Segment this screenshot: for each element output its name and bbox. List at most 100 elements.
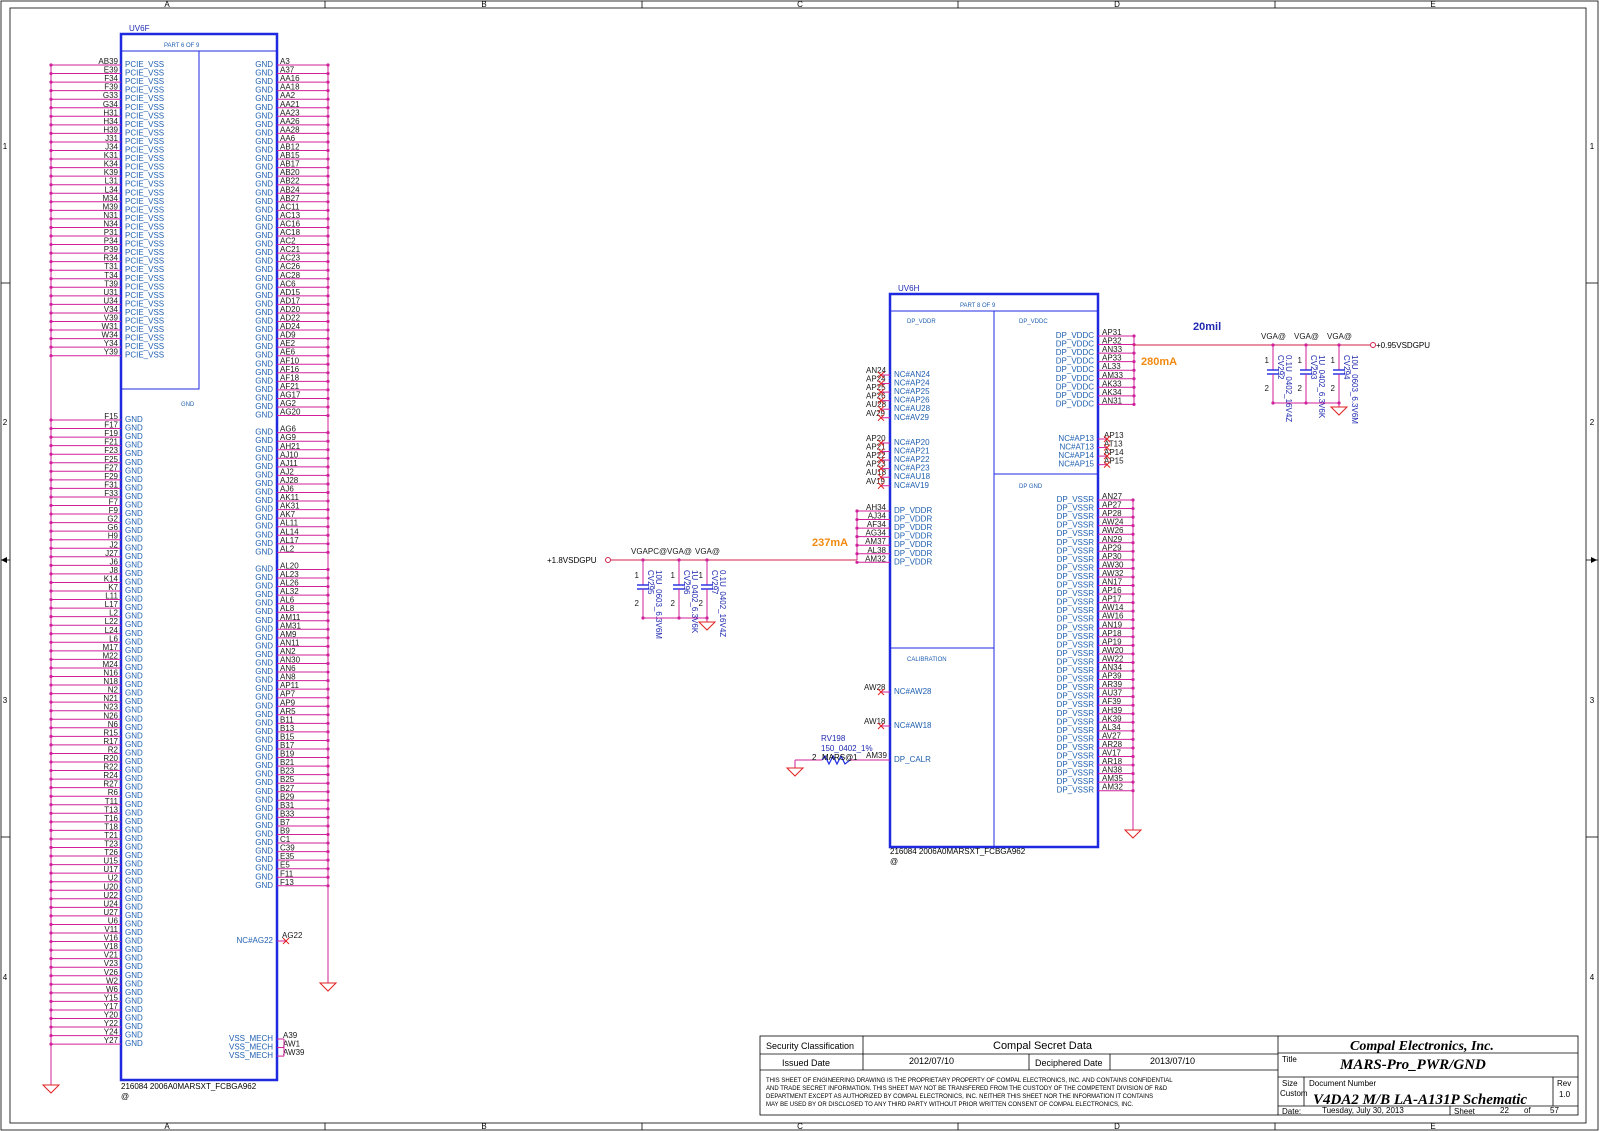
uv6f-pin-number: AE2: [280, 339, 296, 348]
uv6h-pin-number: AU28: [866, 400, 887, 409]
uv6f-pin-name: GND: [255, 872, 273, 881]
uv6f-pin-number: AJ10: [280, 450, 299, 459]
uv6f-pin-name: GND: [125, 646, 143, 655]
ground-triangle: [785, 767, 805, 777]
uv6h-pin-name: DP_VSSR: [1057, 675, 1095, 684]
uv6h-pin-number: AW20: [1102, 646, 1124, 655]
uv6f-pin-name: GND: [125, 731, 143, 740]
uv6f-pin-number: AL6: [280, 596, 295, 605]
uv6f-pin-name: GND: [255, 547, 273, 556]
uv6f-at: @: [121, 1092, 129, 1101]
cap-tag: VGAPC@: [631, 547, 667, 556]
notice-line-3: DEPARTMENT EXCEPT AS AUTHORIZED BY COMPA…: [766, 1094, 1153, 1100]
cap-ref: CV293: [1309, 355, 1318, 380]
uv6f-pin-name: VSS_MECH: [229, 1051, 273, 1060]
uv6f-pin-name: GND: [255, 778, 273, 787]
uv6f-symbol: UV6F PART 6 OF 9 GND 216084 2006A0MARSXT…: [98, 24, 305, 1101]
issued-value: 2012/07/10: [909, 1056, 954, 1066]
uv6f-pin-name: PCIE_VSS: [125, 60, 164, 69]
uv6h-pin-number: AP22: [866, 451, 886, 460]
uv6f-pin-number: AP11: [280, 681, 300, 690]
uv6h-pin-number: AW22: [1102, 654, 1124, 663]
cap-tag: VGA@: [1327, 332, 1352, 341]
uv6h-cal-nc-x-icon: [877, 688, 885, 696]
uv6h-cal-nc-x-icon: [877, 722, 885, 730]
uv6f-pin-name: GND: [255, 650, 273, 659]
uv6h-pin-number: AW28: [864, 683, 886, 692]
uv6h-pin-name: NC#AT13: [1059, 443, 1094, 452]
uv6f-pin-name: GND: [255, 838, 273, 847]
uv6f-pin-number: F27: [104, 463, 118, 472]
cap-value: 0.1U_0402_16V4Z: [1284, 355, 1293, 422]
uv6f-pin-number: J8: [110, 566, 119, 575]
uv6f-pin-name: GND: [255, 351, 273, 360]
uv6f-pin-name: GND: [255, 60, 273, 69]
cap-tag: VGA@: [1261, 332, 1286, 341]
docnum-value: V4DA2 M/B LA-A131P Schematic: [1313, 1092, 1527, 1108]
cap-tag: VGA@: [1294, 332, 1319, 341]
current-237ma: 237mA: [812, 537, 848, 549]
uv6f-pin-number: F29: [104, 472, 118, 481]
cap-pin1-label: 1: [635, 571, 640, 580]
uv6f-pin-number: U31: [103, 288, 118, 297]
uv6f-pin-name: GND: [125, 697, 143, 706]
uv6h-nc-x-icon: [1103, 452, 1111, 460]
uv6h-pin-name: DP_VDDC: [1056, 382, 1094, 391]
uv6h-vddc-junction: [1132, 402, 1136, 406]
uv6h-pin-number: AP25: [866, 383, 886, 392]
uv6f-pin-number: T23: [104, 840, 118, 849]
uv6f-pin-name: GND: [125, 783, 143, 792]
uv6f-pin-name: PCIE_VSS: [125, 128, 164, 137]
uv6f-pin-name: GND: [255, 453, 273, 462]
cap-tag: VGA@: [667, 547, 692, 556]
uv6h-nc-x-icon: [1103, 461, 1111, 469]
uv6f-pin-name: GND: [255, 265, 273, 274]
uv6f-pin-name: GND: [255, 496, 273, 505]
uv6h-nc-x-icon: [877, 448, 885, 455]
uv6f-pin-number: T34: [104, 271, 118, 280]
cap-value: 10U_0603_6.3V6M: [654, 570, 663, 639]
uv6f-pin-number: V26: [104, 968, 119, 977]
uv6f-pin-number: AA26: [280, 117, 300, 126]
uv6h-pin-number: AP30: [1102, 552, 1122, 561]
uv6f-pin-number: F39: [104, 83, 118, 92]
uv6f-pin-name: GND: [255, 274, 273, 283]
uv6f-pin-name: GND: [125, 885, 143, 894]
uv6f-pin-name: GND: [125, 535, 143, 544]
uv6h-pin-name: DP_VDDR: [894, 532, 932, 541]
uv6f-pin-number: R6: [108, 788, 119, 797]
uv6f-pin-name: GND: [255, 530, 273, 539]
uv6f-pin-number: AL20: [280, 561, 299, 570]
uv6h-pin-name: DP_VDDR: [894, 549, 932, 558]
rv198-value: 150_0402_1%: [821, 744, 873, 753]
docnum-label: Document Number: [1309, 1079, 1376, 1088]
uv6f-pin-name: GND: [255, 214, 273, 223]
nc-x-stroke: [877, 397, 885, 405]
deciphered-label: Deciphered Date: [1035, 1058, 1103, 1068]
uv6f-pin-number: B13: [280, 724, 295, 733]
uv6f-pin-number: Y27: [104, 1036, 119, 1045]
cap-pin1-label: 1: [1331, 356, 1336, 365]
uv6f-pin-number: AN2: [280, 647, 296, 656]
uv6f-pin-name: GND: [255, 86, 273, 95]
uv6f-pin-name: GND: [255, 222, 273, 231]
cap-top-junction: [705, 558, 709, 562]
uv6f-pin-name: GND: [125, 612, 143, 621]
uv6f-pin-number: U2: [108, 874, 119, 883]
uv6h-pin-number: AP29: [1102, 543, 1122, 552]
uv6f-pin-name: GND: [255, 667, 273, 676]
uv6f-pin-name: GND: [255, 120, 273, 129]
uv6f-pin-number: R17: [103, 737, 118, 746]
uv6h-pin-number: AP24: [866, 375, 886, 384]
uv6f-pin-name: GND: [255, 718, 273, 727]
uv6f-pin-name: GND: [255, 94, 273, 103]
uv6f-pin-number: Y22: [104, 1019, 119, 1028]
cap-ref: CV296: [682, 570, 691, 595]
uv6f-pin-number: M22: [102, 651, 118, 660]
uv6h-pin-name: DP_VSSR: [1057, 623, 1095, 632]
uv6f-pin-name: PCIE_VSS: [125, 334, 164, 343]
uv6f-pin-name: GND: [125, 637, 143, 646]
uv6h-nc-x-icon: [877, 439, 885, 447]
uv6f-pin-name: GND: [125, 492, 143, 501]
